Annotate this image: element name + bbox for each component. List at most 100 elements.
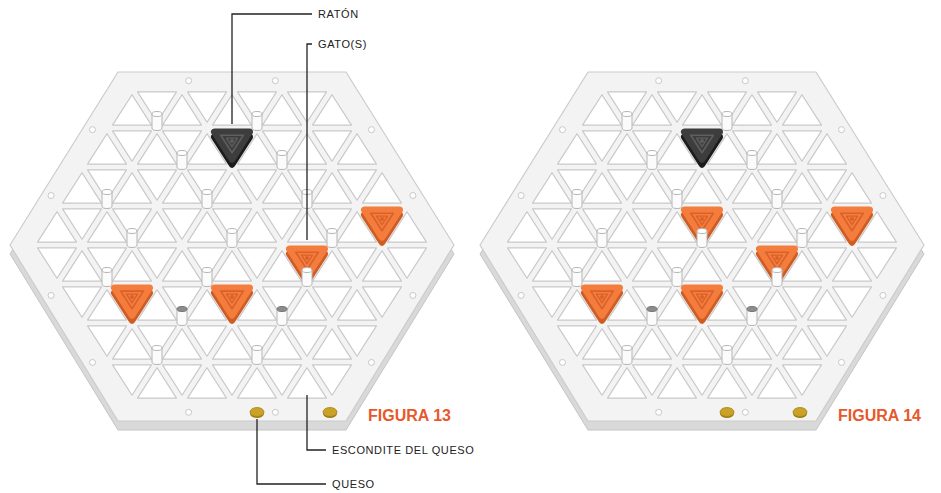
piece-top	[215, 288, 250, 315]
rim-holes	[518, 78, 886, 416]
rim-hole	[880, 193, 886, 199]
piece-ring	[691, 135, 714, 153]
piece-top	[365, 210, 400, 237]
piece-ring	[847, 216, 858, 225]
peg-top	[772, 268, 782, 273]
board-slot	[88, 326, 127, 356]
peg-top	[177, 307, 187, 312]
cat-piece	[115, 288, 150, 320]
board-pieces	[572, 112, 870, 365]
board-slot	[338, 248, 377, 278]
peg-top	[572, 190, 582, 195]
peg	[152, 346, 162, 365]
rim-hole	[838, 127, 844, 133]
part-label: GATO(S)	[318, 37, 367, 51]
piece-top	[290, 249, 325, 276]
board-slot	[733, 209, 772, 239]
board-slot	[583, 365, 622, 395]
piece-ring	[691, 291, 714, 309]
board-slot	[833, 287, 872, 317]
rim-hole	[368, 127, 374, 133]
piece-top	[215, 132, 250, 159]
piece-center	[230, 139, 234, 143]
rim-hole	[410, 292, 416, 298]
cheese-coin	[793, 408, 807, 419]
board-slot	[338, 170, 377, 200]
piece-ring	[221, 135, 244, 153]
peg-top	[672, 190, 682, 195]
peg	[202, 190, 212, 209]
peg-top	[102, 190, 112, 195]
piece-ring	[697, 216, 708, 225]
coin-top	[793, 408, 807, 417]
peg	[252, 112, 262, 131]
rim-hole	[838, 359, 844, 365]
rim-hole	[410, 193, 416, 199]
peg-top	[202, 190, 212, 195]
board-slot	[608, 248, 647, 278]
part-label: ESCONDITE DEL QUESO	[332, 443, 474, 457]
peg	[647, 151, 657, 170]
board-slot	[313, 365, 352, 395]
peg	[252, 346, 262, 365]
piece-top	[585, 288, 620, 315]
peg-top	[722, 112, 732, 117]
board-slot	[163, 209, 202, 239]
rim-hole	[48, 193, 54, 199]
board-slot	[658, 92, 697, 122]
peg	[622, 112, 632, 131]
peg	[797, 229, 807, 248]
piece-ring	[121, 291, 144, 309]
rim-hole	[742, 78, 748, 84]
peg	[102, 190, 112, 209]
board-slot	[63, 287, 102, 317]
peg	[772, 268, 782, 287]
piece-center	[700, 217, 704, 221]
part-label: QUESO	[332, 477, 375, 491]
peg-top	[647, 151, 657, 156]
peg-top	[252, 112, 262, 117]
cheese-coin	[250, 408, 264, 419]
piece-ring	[302, 255, 313, 264]
peg	[227, 229, 237, 248]
piece-ring	[127, 294, 138, 303]
board-slot	[508, 248, 547, 278]
rim-hole	[560, 359, 566, 365]
board-slot	[263, 365, 302, 395]
piece-center	[700, 139, 704, 143]
piece-center	[380, 217, 384, 221]
piece-top	[685, 210, 720, 237]
rim-hole	[186, 78, 192, 84]
mouse-piece	[215, 132, 250, 164]
board-slot	[808, 326, 847, 356]
piece-center	[850, 217, 854, 221]
leader-line	[307, 44, 312, 240]
peg-top	[747, 151, 757, 156]
board-slot	[213, 365, 252, 395]
peg-top	[152, 346, 162, 351]
piece-center	[600, 295, 604, 299]
peg	[697, 229, 707, 248]
board-slot	[558, 326, 597, 356]
peg-top	[647, 307, 657, 312]
peg-top	[177, 151, 187, 156]
board-slot	[633, 365, 672, 395]
peg-top	[597, 229, 607, 234]
figure-label: FIGURA 14	[838, 406, 921, 425]
board-pieces	[102, 112, 400, 365]
peg	[102, 268, 112, 287]
piece-ring	[227, 138, 238, 147]
peg	[327, 229, 337, 248]
grey-peg	[647, 307, 657, 326]
game-board	[10, 72, 454, 430]
peg-top	[202, 268, 212, 273]
board-plate	[480, 72, 924, 421]
piece-ring	[227, 294, 238, 303]
piece-top	[835, 210, 870, 237]
board-slot	[633, 209, 672, 239]
peg-top	[327, 229, 337, 234]
peg	[202, 268, 212, 287]
peg	[747, 151, 757, 170]
